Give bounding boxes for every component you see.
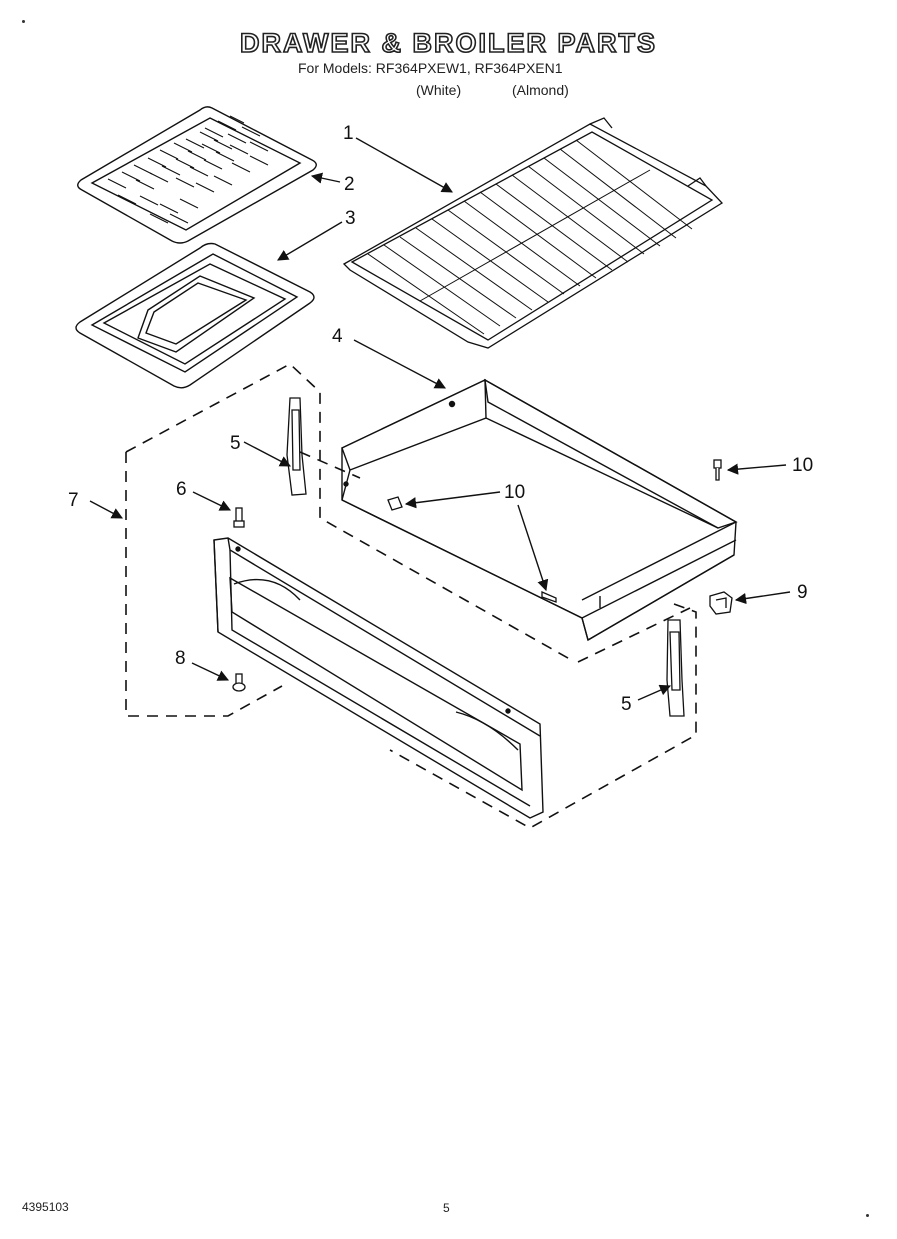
clip-part <box>709 591 733 615</box>
corner-mark <box>22 20 25 23</box>
callout-3: 3 <box>345 208 356 229</box>
corner-mark <box>866 1214 869 1217</box>
callout-9: 9 <box>797 582 808 603</box>
callout-7: 7 <box>68 490 79 511</box>
oven-rack-part <box>342 117 724 349</box>
callout-2: 2 <box>344 174 355 195</box>
callout-5-right: 5 <box>621 694 632 715</box>
broiler-grid-part <box>77 106 317 244</box>
drawer-slide-part <box>286 397 685 717</box>
variant-white: (White) <box>416 82 462 98</box>
callout-10-right: 10 <box>792 455 813 476</box>
callout-6: 6 <box>176 479 187 500</box>
callout-10-middle: 10 <box>504 482 525 503</box>
leader-arrows <box>89 137 791 701</box>
broiler-pan-part <box>75 242 315 389</box>
stud-part <box>233 507 245 528</box>
callout-8: 8 <box>175 648 186 669</box>
callout-5-left: 5 <box>230 433 241 454</box>
models-line: For Models: RF364PXEW1, RF364PXEN1 <box>298 60 563 76</box>
variant-almond: (Almond) <box>512 82 569 98</box>
drawer-front-part <box>213 537 544 819</box>
drawer-body-part <box>341 378 738 642</box>
drawer-screw-part <box>387 459 722 603</box>
callout-1: 1 <box>343 123 354 144</box>
assembly-outline <box>125 363 697 829</box>
document-number: 4395103 <box>22 1200 69 1214</box>
page-title: DRAWER & BROILER PARTS <box>239 27 657 59</box>
callout-4: 4 <box>332 326 343 347</box>
screw-part <box>232 673 246 692</box>
page-number: 5 <box>443 1201 450 1215</box>
